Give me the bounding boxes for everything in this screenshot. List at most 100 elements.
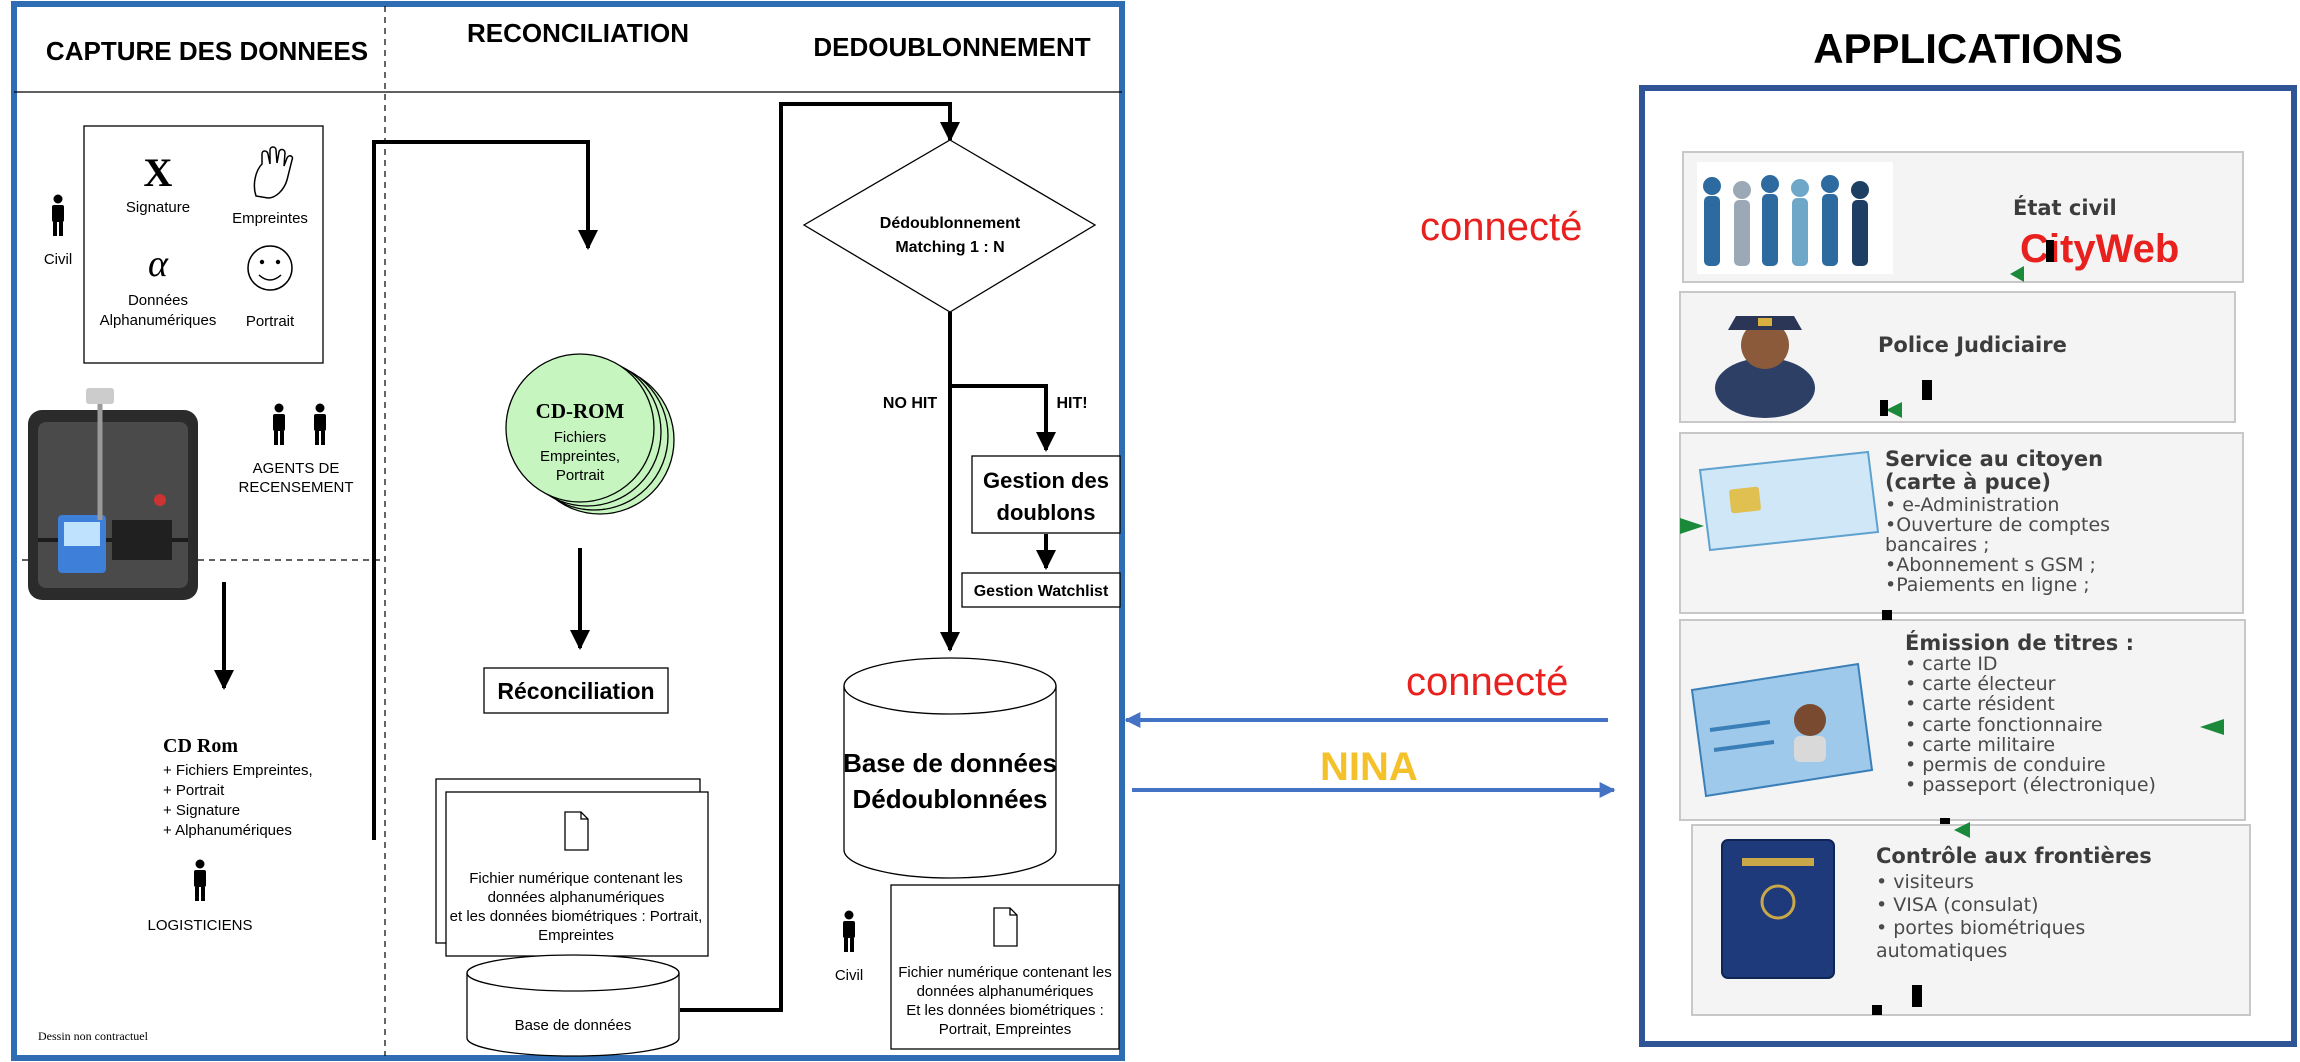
cdrom-item-3: + Signature [163, 802, 240, 819]
signature-label: Signature [126, 199, 190, 216]
gestion-line-2: doublons [997, 500, 1096, 525]
dedup-file-line-4: Portrait, Empreintes [939, 1021, 1072, 1038]
card-5-item-2: • VISA (consulat) [1876, 894, 2039, 916]
disc-line-3: Portrait [556, 467, 605, 484]
connected-label-top: connecté [1420, 205, 1582, 249]
reconciliation-box-label: Réconciliation [497, 678, 654, 704]
disclaimer: Dessin non contractuel [38, 1029, 149, 1043]
card-4-item-2: • carte électeur [1905, 673, 2056, 695]
card-4-item-5: • carte militaire [1905, 734, 2055, 756]
card-4-item-4: • carte fonctionnaire [1905, 714, 2103, 736]
cdrom-item-4: + Alphanumériques [163, 822, 292, 839]
card-2-title: Police Judiciaire [1878, 333, 2067, 357]
gestion-doublons-box [971, 455, 1121, 534]
applications-title: APPLICATIONS [1813, 25, 2123, 72]
disc-title: CD-ROM [536, 399, 625, 423]
card-4-title: Émission de titres : [1905, 630, 2134, 655]
document-icon-2 [993, 907, 1018, 947]
arrow-db-to-dedup [680, 102, 960, 1012]
card-5-item-1: • visiteurs [1876, 871, 1974, 893]
reconciliation-box [483, 667, 669, 714]
civil-label-2: Civil [835, 967, 863, 984]
enrollment-kit-image [28, 388, 198, 600]
cityweb-label: CityWeb [2020, 227, 2179, 271]
gestion-line-1: Gestion des [983, 468, 1109, 493]
donnees-label: Données [128, 292, 188, 309]
diamond-title: Dédoublonnement [880, 215, 1021, 232]
agents-label-line1: AGENTS DE [253, 460, 340, 477]
green-marker-arrows [1680, 266, 2224, 838]
dedup-db-line-1: Base de données [843, 748, 1057, 778]
connected-label-mid: connecté [1406, 660, 1568, 704]
smiley-face-icon [247, 245, 293, 291]
portrait-label: Portrait [246, 313, 295, 330]
alpha-icon: α [148, 243, 169, 285]
card-3-title: Service au citoyen [1885, 447, 2103, 471]
app-card-service-citoyen: Service au citoyen (carte à puce) • e-Ad… [1679, 432, 2244, 614]
card-3-item-3: bancaires ; [1885, 534, 1990, 556]
cdrom-item-2: + Portrait [163, 782, 225, 799]
signature-x-icon: X [144, 150, 173, 195]
rec-file-line-1: Fichier numérique contenant les [469, 870, 682, 887]
card-3-item-5: •Paiements en ligne ; [1885, 574, 2090, 596]
civil-label: Civil [44, 251, 72, 268]
disc-line-2: Empreintes, [540, 448, 620, 465]
nohit-label: NO HIT [883, 395, 937, 412]
dedup-file-line-1: Fichier numérique contenant les [898, 964, 1111, 981]
cdrom-disc-stack [505, 353, 675, 515]
card-5-title: Contrôle aux frontières [1876, 844, 2152, 868]
column-title-reconciliation: RECONCILIATION [467, 18, 689, 48]
watchlist-box [961, 572, 1121, 608]
app-card-etat-civil: État civil CityWeb [1682, 151, 2244, 283]
black-tick-marks [1872, 240, 2054, 1015]
document-icon [564, 811, 589, 851]
dedup-database-cylinder [843, 657, 1057, 879]
police-officer-icon [1715, 316, 1815, 418]
column-title-dedup: DEDOUBLONNEMENT [813, 32, 1090, 62]
rec-file-line-3: et les données biométriques : Portrait, [450, 908, 703, 925]
arrow-hit [950, 384, 1056, 452]
flow-panel: CAPTURE DES DONNEES RECONCILIATION DEDOU… [11, 1, 1125, 1061]
connection-area: connecté connecté NINA [1124, 205, 1616, 798]
hit-label: HIT! [1056, 395, 1087, 412]
card-3-item-1: • e-Administration [1885, 494, 2059, 516]
card-5-item-4: automatiques [1876, 940, 2007, 962]
diamond-subtitle: Matching 1 : N [895, 239, 1004, 256]
agents-label-line2: RECENSEMENT [238, 479, 353, 496]
app-card-police: Police Judiciaire [1679, 291, 2236, 423]
arrow-cdrom-to-reconciliation [372, 140, 598, 840]
watchlist-label: Gestion Watchlist [974, 583, 1109, 600]
rec-file-line-4: Empreintes [538, 927, 614, 944]
dedup-file-line-3: Et les données biométriques : [906, 1002, 1104, 1019]
card-3-item-2: •Ouverture de comptes [1885, 514, 2110, 536]
app-card-frontieres: Contrôle aux frontières • visiteurs • VI… [1691, 824, 2251, 1016]
id-card-icon [1690, 662, 1874, 798]
logisticiens-label: LOGISTICIENS [147, 917, 252, 934]
disc-line-1: Fichiers [554, 429, 607, 446]
card-3-subtitle: (carte à puce) [1885, 470, 2051, 494]
card-3-item-4: •Abonnement s GSM ; [1885, 554, 2096, 576]
nina-label: NINA [1320, 745, 1418, 789]
dedup-db-line-2: Dédoublonnées [852, 784, 1047, 814]
cdrom-item-1: + Fichiers Empreintes, [163, 762, 313, 779]
applications-panel: APPLICATIONS État civil CityWeb [1639, 25, 2297, 1047]
card-1-title: État civil [2013, 195, 2117, 220]
empreintes-label: Empreintes [232, 210, 308, 227]
database-label: Base de données [515, 1017, 632, 1034]
card-5-item-3: • portes biométriques [1876, 917, 2085, 939]
column-title-capture: CAPTURE DES DONNEES [46, 36, 368, 66]
cdrom-title: CD Rom [163, 735, 238, 757]
smart-card-icon [1698, 450, 1880, 552]
card-4-item-6: • permis de conduire [1905, 754, 2106, 776]
dedup-file-line-2: données alphanumériques [917, 983, 1094, 1000]
hand-icon [253, 146, 294, 199]
rec-file-line-2: données alphanumériques [488, 889, 665, 906]
card-4-item-3: • carte résident [1905, 693, 2055, 715]
card-4-item-7: • passeport (électronique) [1905, 774, 2156, 796]
database-cylinder [466, 954, 680, 1057]
passport-icon [1721, 839, 1835, 979]
alphanumeriques-label: Alphanumériques [100, 312, 217, 329]
app-card-emission-titres: Émission de titres : • carte ID • carte … [1679, 619, 2246, 821]
crowd-silhouettes-icon [1697, 162, 1893, 274]
